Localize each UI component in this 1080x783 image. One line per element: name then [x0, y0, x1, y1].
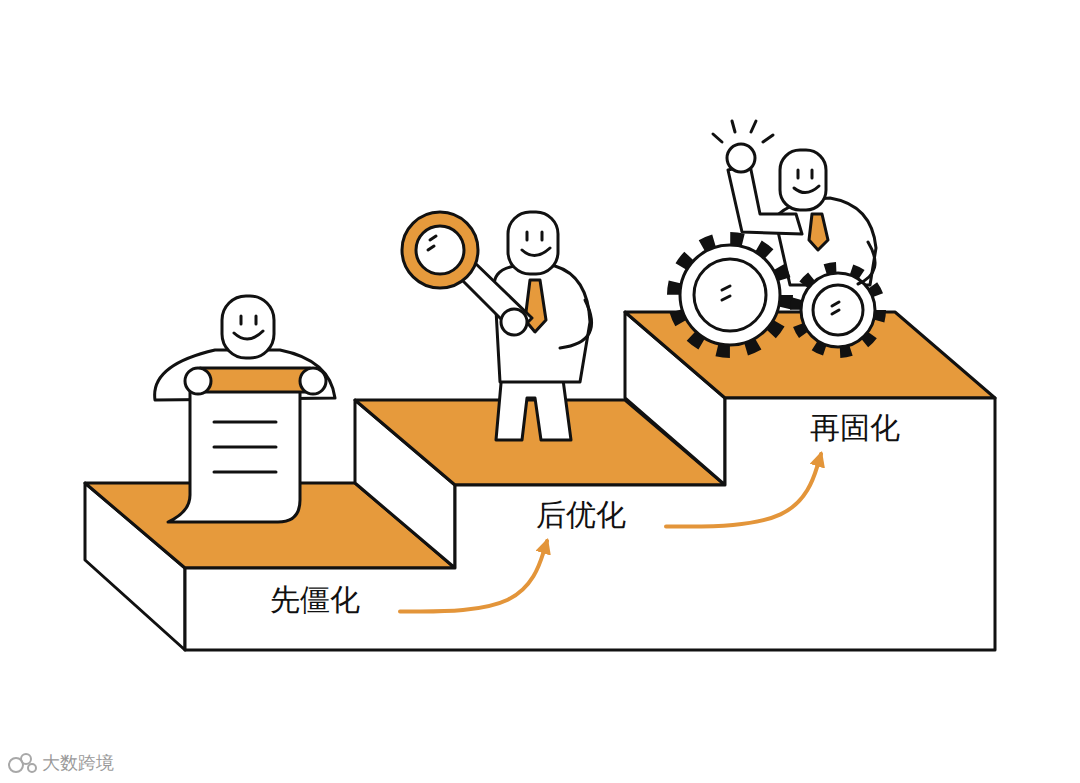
step-label: 先僵化	[270, 582, 360, 618]
step-front	[185, 398, 995, 650]
gear-body	[680, 245, 780, 345]
figure-eye	[811, 170, 814, 178]
step-label-box: 再固化	[770, 402, 940, 454]
figure-magnifier	[402, 212, 592, 440]
gear-teeth	[796, 268, 880, 352]
step-arrow	[666, 454, 821, 526]
gear-teeth	[674, 239, 786, 351]
gear-body	[801, 273, 875, 347]
figure-eye	[541, 232, 544, 240]
spark-line	[751, 121, 756, 132]
figure-hand	[501, 309, 527, 335]
figure-arm	[858, 242, 875, 284]
scroll-line	[214, 446, 276, 449]
watermark-logo	[9, 754, 36, 772]
spark-line	[732, 121, 735, 132]
figure-head	[222, 296, 274, 358]
scroll-line	[214, 421, 276, 424]
gear-mark	[722, 286, 730, 300]
logo-ring	[28, 764, 36, 772]
step-label-box: 先僵化	[230, 574, 400, 626]
figure-eye	[797, 170, 800, 178]
figure-gears	[674, 121, 880, 352]
figure-smile	[522, 248, 550, 256]
figure-smile	[794, 186, 819, 193]
step-label: 后优化	[536, 497, 626, 533]
figure-eye	[526, 232, 529, 240]
figure-hand	[185, 368, 211, 394]
step-label: 再固化	[810, 410, 900, 446]
step-label-box: 后优化	[496, 489, 666, 541]
scroll-paper	[168, 388, 300, 522]
figure-head	[508, 212, 558, 274]
gear-mark	[832, 302, 839, 314]
gear-hub	[694, 259, 766, 331]
spark-line	[763, 135, 773, 142]
figure-head	[780, 150, 826, 210]
magnifier-glass	[416, 226, 464, 274]
step-arrow	[400, 541, 547, 611]
figure-arm	[560, 300, 592, 348]
figure-eye	[255, 316, 258, 324]
figure-fist	[727, 144, 755, 172]
figure-body	[494, 266, 590, 382]
figure-smile	[234, 331, 263, 339]
gear-hub	[813, 285, 863, 335]
scroll-band	[200, 368, 310, 392]
magnifier-shine	[428, 236, 436, 250]
watermark: 大数跨境	[42, 752, 114, 774]
figure-tie	[809, 214, 828, 250]
figure-scroll	[155, 296, 335, 522]
logo-ring	[21, 754, 31, 764]
magnifier-ring	[402, 212, 478, 288]
spark-line	[713, 134, 722, 142]
scroll-line	[214, 471, 276, 474]
figure-eye	[240, 316, 243, 324]
figure-hand	[300, 368, 326, 394]
